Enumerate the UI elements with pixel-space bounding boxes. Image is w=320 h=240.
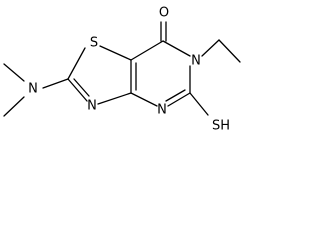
bond-c5-n4 bbox=[167, 92, 191, 107]
bond-s1-c2 bbox=[67, 47, 86, 80]
bond-n4-c3a bbox=[130, 92, 158, 107]
bond-c2-n3 bbox=[67, 78, 88, 102]
chemical-structure-diagram: O S N N N N SH bbox=[3, 6, 241, 134]
bond-c7-n6 bbox=[162, 40, 191, 57]
bond-c2-n-dimethyl bbox=[42, 78, 69, 89]
atom-label-nitrogen-thiazole: N bbox=[87, 99, 97, 114]
bond-n-methyl-1 bbox=[3, 63, 25, 82]
atom-label-sulfur-ring: S bbox=[90, 36, 98, 51]
bond-c7a-s1 bbox=[99, 45, 132, 61]
bond-n3-c3a bbox=[97, 92, 132, 105]
atom-label-nitrogen-pyrimidine: N bbox=[157, 103, 167, 118]
atom-label-thiol: SH bbox=[212, 119, 230, 134]
bond-c2-n3-double bbox=[73, 78, 90, 97]
atom-labels: O S N N N N SH bbox=[28, 6, 230, 134]
atom-label-oxygen: O bbox=[159, 6, 169, 21]
bond-c5-n4-double bbox=[165, 89, 186, 102]
bond-c7-c7a bbox=[130, 40, 164, 61]
bond-ch2-ch3 bbox=[218, 39, 241, 63]
bond-n-methyl-2 bbox=[3, 96, 25, 117]
bond-c5-sh bbox=[189, 92, 209, 116]
bond-n6-ch2 bbox=[201, 39, 220, 57]
bonds bbox=[3, 21, 241, 117]
atom-label-nitrogen-ethyl: N bbox=[191, 54, 201, 69]
atom-label-nitrogen-dimethyl: N bbox=[28, 82, 38, 97]
